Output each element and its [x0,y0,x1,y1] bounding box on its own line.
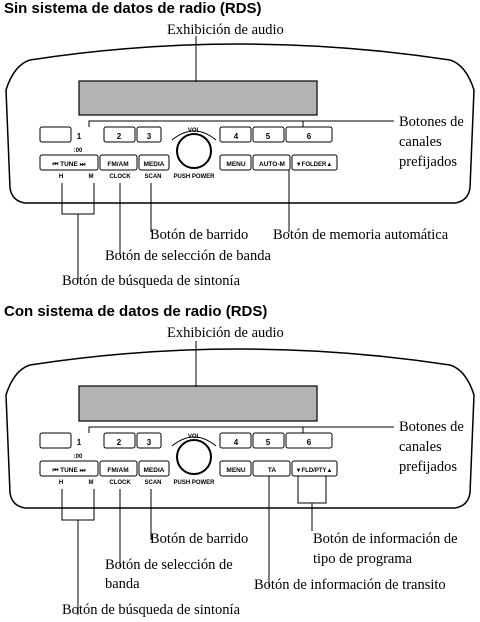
m-text-rds: M [89,480,94,486]
preset-button-6-rds [285,432,333,449]
tune-text: ⏮ TUNE ⏭ [52,161,85,168]
radio-unit-diagram-rds: 1 2 3 4 5 6 :00 VOL PUSH POWER ⏮ TUNE ⏭ … [0,303,480,622]
preset-1-text-rds: 1 [77,438,82,447]
preset-button-3 [136,126,162,143]
preset-button-5 [252,126,285,143]
clock-text: CLOCK [109,174,131,180]
tune-button-rds [39,460,99,477]
preset-button-6 [285,126,333,143]
preset-2-text: 2 [117,132,122,141]
h-text-rds: H [59,480,63,486]
m-text: M [89,174,94,180]
push-power-text-rds: PUSH POWER [173,480,215,486]
folder-text: ▼FOLDER▲ [296,162,333,168]
preset-button-5-rds [252,432,285,449]
section-title-no-rds: Sin sistema de datos de radio (RDS) [4,0,262,17]
preset-button-2-rds [103,432,136,449]
menu-button-rds [219,460,252,477]
fm-am-text: FM/AM [107,161,128,168]
radio-housing-rds [5,348,475,509]
preset-button-4 [219,126,252,143]
preset-4-text: 4 [234,132,239,141]
scan-text-rds: SCAN [144,480,161,486]
scan-button-label: Botón de barrido [150,227,249,243]
preset-6-text: 6 [307,132,312,141]
preset-2-text-rds: 2 [117,438,122,447]
tune-text-rds: ⏮ TUNE ⏭ [52,467,85,474]
menu-text: MENU [226,161,245,168]
clock-text-rds: CLOCK [109,480,131,486]
preset-button-1 [39,126,72,143]
band-select-button-label: Botón de selección de banda [105,248,271,264]
media-text: MEDIA [144,161,165,168]
volume-knob [176,133,212,169]
band-select-button-label-rds-1: Botón de selección de [105,557,233,573]
radio-housing [5,43,475,204]
volume-knob-rds [176,439,212,475]
auto-memory-button-label: Botón de memoria automática [273,227,449,243]
menu-button [219,154,252,171]
media-button-rds [138,460,170,477]
audio-display [78,80,318,116]
preset-buttons-label-rds-1: Botones de [399,419,464,435]
preset-buttons-label-2: canales [399,134,442,150]
auto-m-button [252,154,291,171]
preset-3-text-rds: 3 [147,438,152,447]
audio-display-rds [78,385,318,422]
preset-1-text: 1 [77,132,82,141]
h-text: H [59,174,63,180]
preset-buttons-label-1: Botones de [399,114,464,130]
preset-button-4-rds [219,432,252,449]
fm-am-button [99,154,138,171]
preset-4-text-rds: 4 [234,438,239,447]
fld-pty-text: ▼FLD/PTY▲ [296,468,333,474]
vol-text-rds: VOL [188,434,201,440]
clock-00-text: :00 [74,148,83,154]
clock-00-text-rds: :00 [74,454,83,460]
tune-button [39,154,99,171]
tune-search-button-label-rds: Botón de búsqueda de sintonía [62,602,241,618]
tune-search-button-label: Botón de búsqueda de sintonía [62,273,241,289]
pty-button-label-2: tipo de programa [313,551,413,567]
preset-5-text: 5 [266,132,271,141]
scan-text: SCAN [144,174,161,180]
audio-display-label-rds: Exhibición de audio [167,325,284,341]
preset-5-text-rds: 5 [266,438,271,447]
preset-button-2 [103,126,136,143]
auto-m-text: AUTO-M [259,161,285,168]
media-button [138,154,170,171]
fld-pty-button [291,460,338,477]
ta-button-label: Botón de información de transito [254,577,446,593]
folder-button [291,154,338,171]
preset-buttons-label-rds-3: prefijados [399,459,457,475]
push-power-text: PUSH POWER [173,174,215,180]
media-text-rds: MEDIA [144,467,165,474]
radio-unit-diagram-no-rds: 1 2 3 4 5 6 :00 VOL PUSH POWER ⏮ TUNE ⏭ … [0,0,480,300]
section-title-rds: Con sistema de datos de radio (RDS) [4,303,268,320]
preset-buttons-label-rds-2: canales [399,439,442,455]
pty-button-label-1: Botón de información de [313,531,458,547]
preset-3-text: 3 [147,132,152,141]
preset-buttons-label-3: prefijados [399,154,457,170]
fm-am-text-rds: FM/AM [107,467,128,474]
scan-button-label-rds: Botón de barrido [150,531,249,547]
ta-button [252,460,291,477]
preset-button-1-rds [39,432,72,449]
fm-am-button-rds [99,460,138,477]
band-select-button-label-rds-2: banda [105,576,140,592]
preset-button-3-rds [136,432,162,449]
vol-text: VOL [188,128,201,134]
audio-display-label: Exhibición de audio [167,22,284,38]
preset-6-text-rds: 6 [307,438,312,447]
menu-text-rds: MENU [226,467,245,474]
ta-text: TA [268,467,276,474]
